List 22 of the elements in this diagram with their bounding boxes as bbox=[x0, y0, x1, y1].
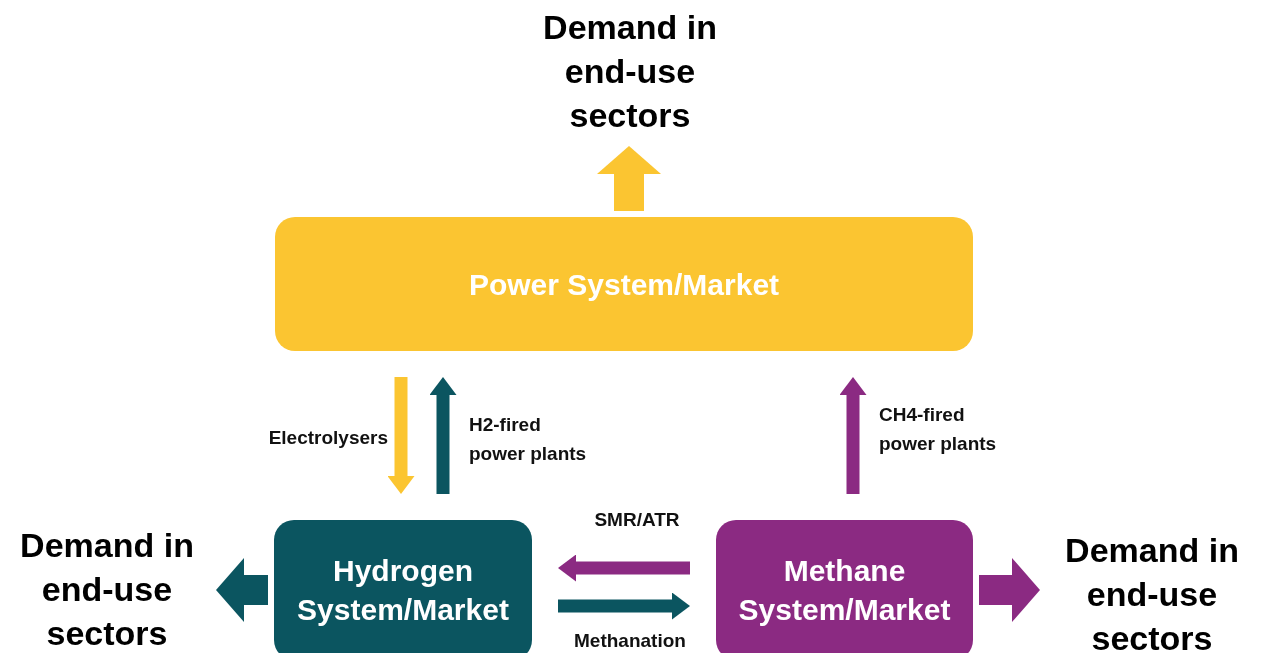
arrow bbox=[429, 377, 457, 494]
arrow bbox=[558, 592, 690, 620]
box-title: Methane System/Market bbox=[737, 553, 952, 628]
box-title: Hydrogen System/Market bbox=[296, 553, 510, 628]
system-box bbox=[716, 520, 973, 653]
system-box bbox=[275, 217, 973, 351]
edge-label: Electrolysers bbox=[267, 426, 388, 450]
block-arrow bbox=[597, 146, 661, 211]
edge-label: SMR/ATR bbox=[593, 508, 681, 532]
edge-label: Methanation bbox=[573, 629, 687, 653]
demand-label: Demand in end-use sectors bbox=[542, 6, 718, 137]
block-arrow bbox=[216, 558, 268, 622]
demand-label: Demand in end-use sectors bbox=[19, 524, 195, 653]
demand-label: Demand in end-use sectors bbox=[1064, 529, 1240, 653]
arrow bbox=[387, 377, 415, 494]
arrow bbox=[839, 377, 867, 494]
edge-label: H2-fired power plants bbox=[469, 413, 588, 467]
box-title: Power System/Market bbox=[468, 266, 780, 303]
edge-label: CH4-fired power plants bbox=[879, 403, 998, 457]
system-box bbox=[274, 520, 532, 653]
arrow bbox=[558, 554, 690, 582]
block-arrow bbox=[979, 558, 1040, 622]
